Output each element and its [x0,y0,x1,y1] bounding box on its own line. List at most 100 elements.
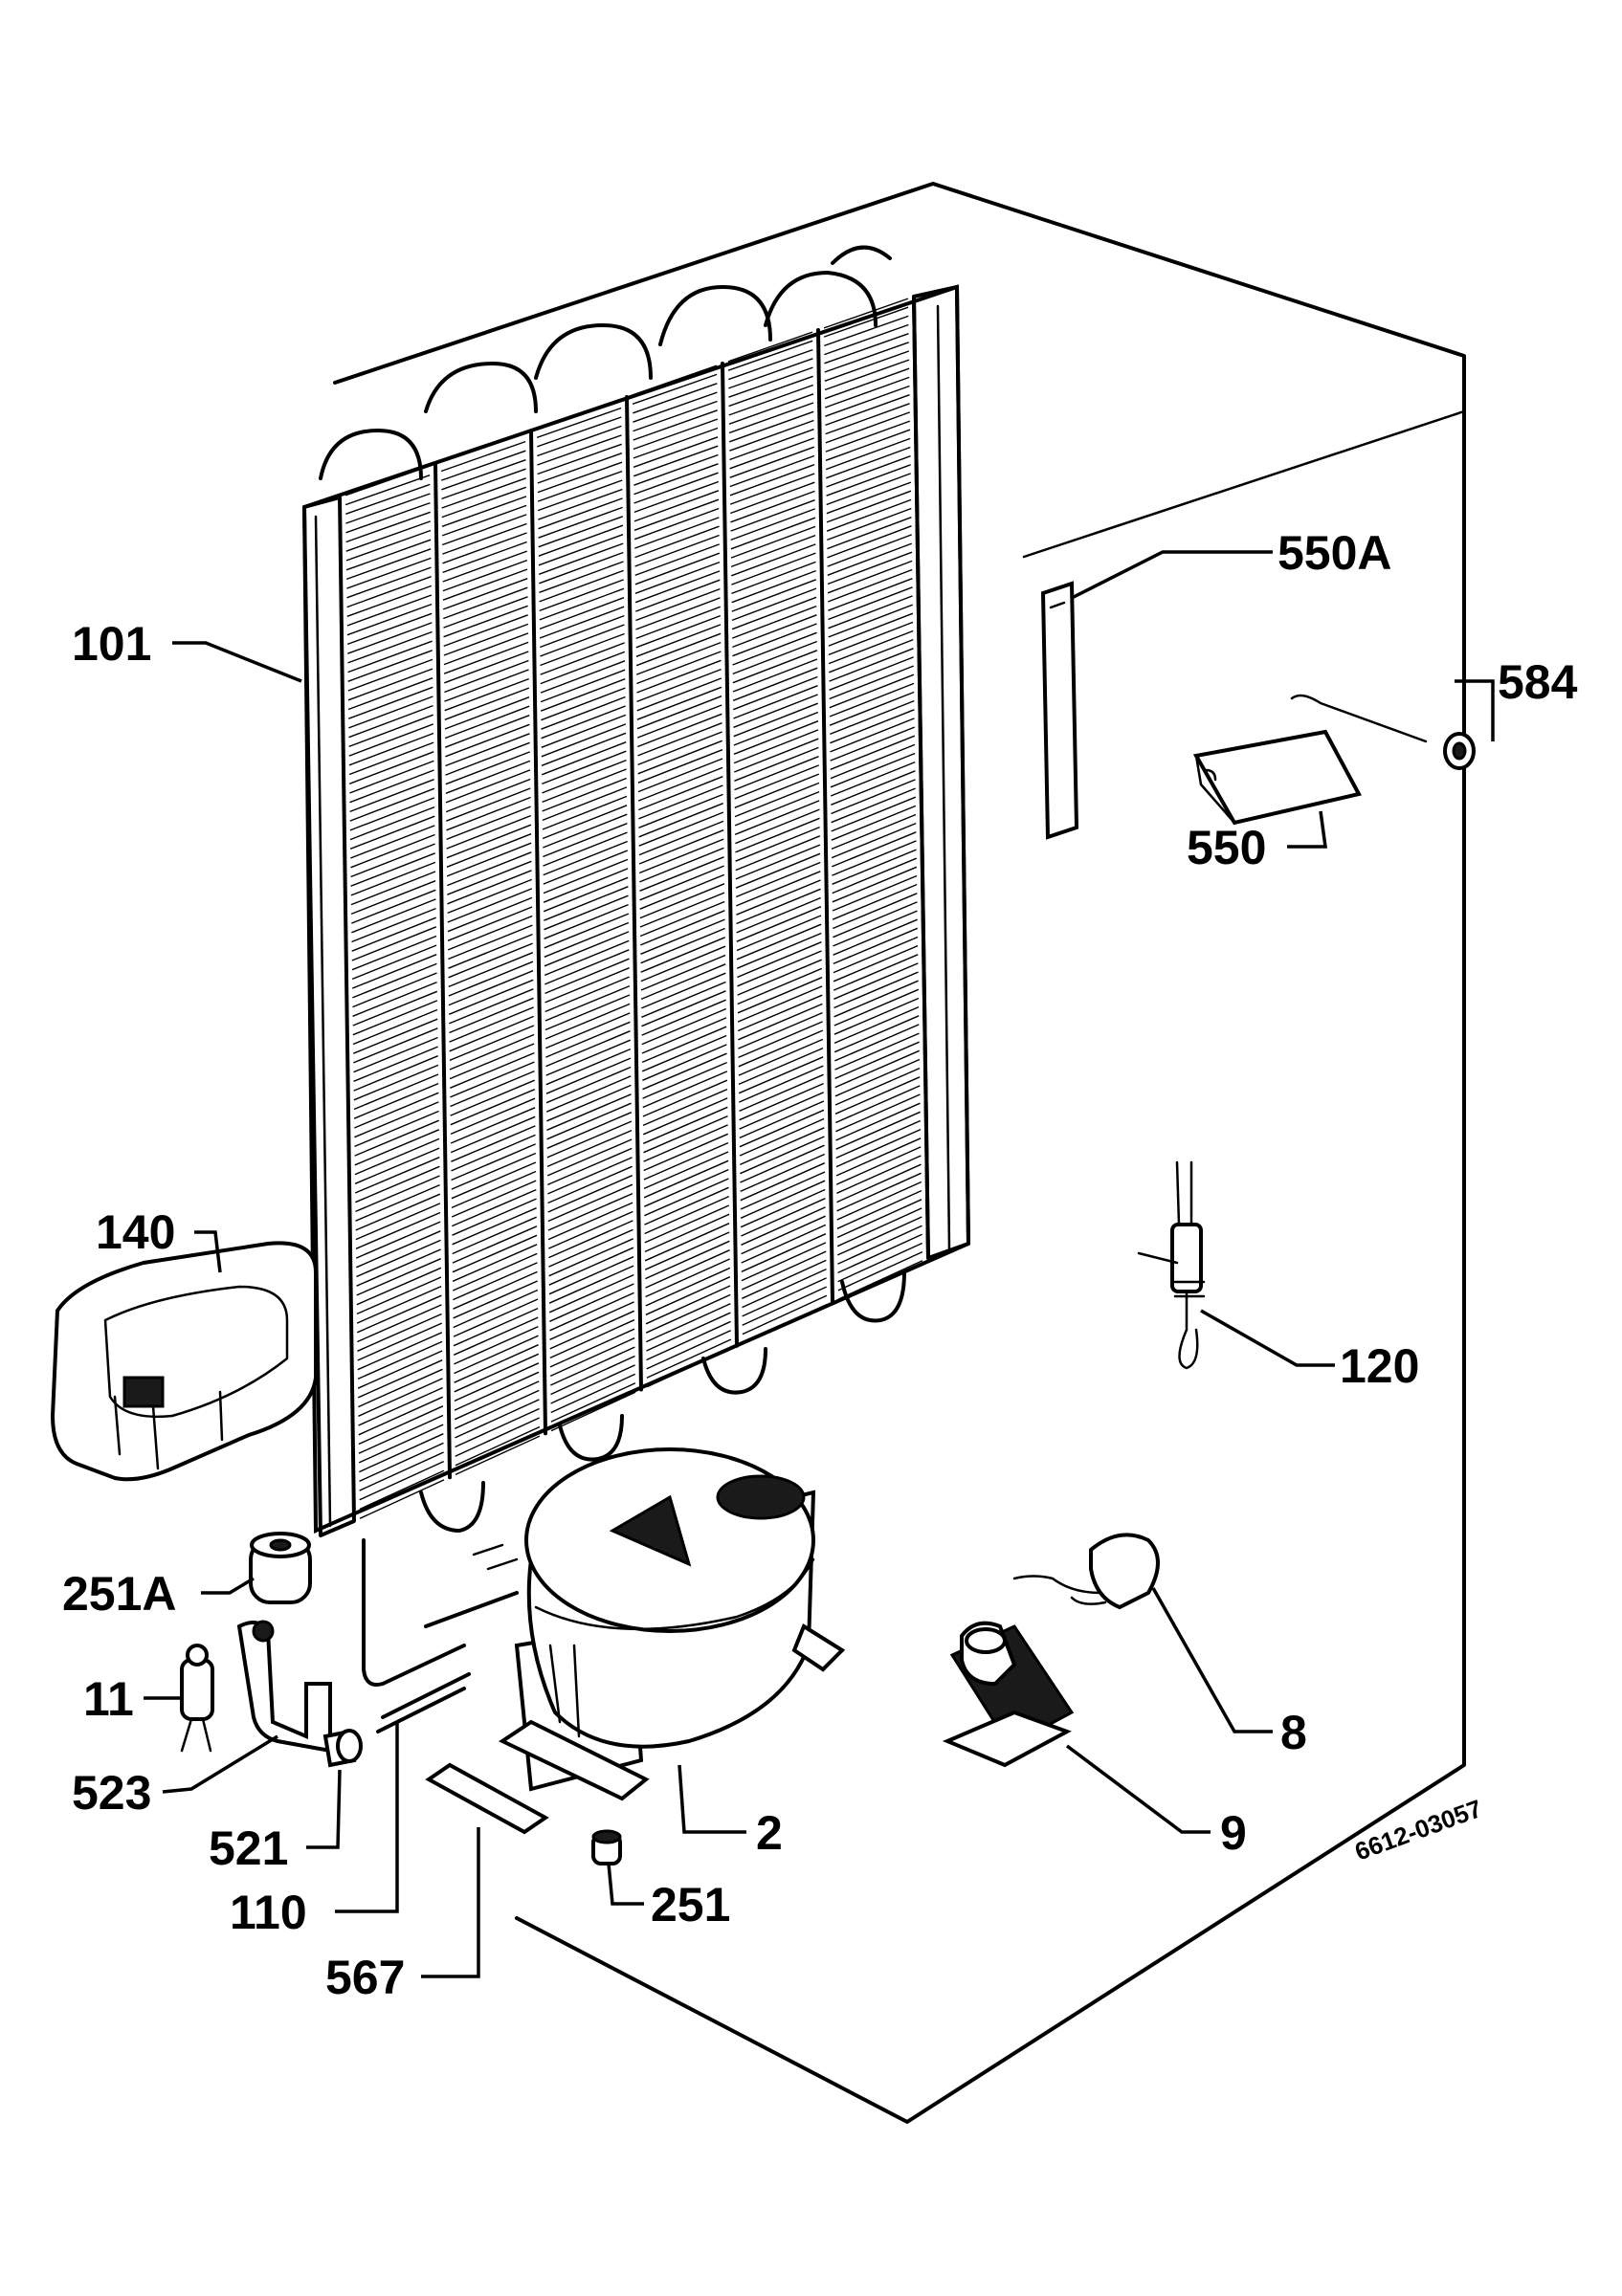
condenser-fin [358,1378,443,1417]
condenser-fin [831,822,917,859]
condenser-tube [433,462,452,1480]
condenser-fin [548,1247,634,1286]
condenser-fin [632,373,718,405]
condenser-fin [830,726,915,762]
condenser-fin [549,1328,635,1368]
condenser-fin [547,1183,633,1223]
condenser-fin [543,876,629,913]
condenser-fin [543,868,629,903]
condenser-fin [446,787,531,822]
condenser-fin [357,1332,443,1371]
condenser-fin [730,481,815,515]
condenser-fin [547,1175,633,1213]
label-11: 11 [83,1672,134,1726]
condenser-fin [441,450,526,481]
condenser-fin [733,702,818,738]
condenser-fin [543,840,628,876]
condenser-fin [641,1034,727,1072]
condenser-fin [732,667,818,701]
condenser-fin [537,416,622,448]
condenser-fin [643,1133,728,1172]
condenser-fin [537,479,623,512]
condenser-fin [832,831,917,868]
condenser-fin [639,883,725,919]
condenser-fin [733,729,819,764]
condenser-fin [636,659,722,694]
condenser-fin [634,552,721,585]
condenser-fin [742,1277,827,1317]
condenser-fin [347,650,433,682]
condenser-fin [741,1250,827,1291]
condenser-fin [731,579,817,612]
condenser-fin [453,1307,539,1347]
condenser-fin [731,552,816,585]
condenser-fin [550,1364,635,1404]
condenser-fin [837,1250,923,1292]
clip-584 [1290,694,1476,770]
condenser-fins [344,295,930,1519]
condenser-fin [356,1258,441,1296]
condenser-tube [816,328,834,1304]
condenser-fin [550,1355,635,1396]
thermostat-probe-120 [1137,1160,1206,1370]
condenser-fin [730,508,815,541]
condenser-fin [543,850,629,885]
condenser-fin [452,1188,537,1227]
condenser-fin [835,1111,921,1150]
condenser-fin [835,1093,921,1133]
condenser-fin [742,1259,827,1299]
condenser-fin [541,714,627,748]
condenser-fin [829,638,914,673]
condenser-fin [545,1048,632,1086]
condenser-fin [731,561,816,595]
condenser-fin [735,844,821,880]
condenser-fin [646,1347,732,1388]
condenser-fin [730,525,816,559]
condenser-fin [537,443,622,475]
condenser-fin [443,641,529,674]
label-523: 523 [72,1766,151,1820]
condenser-fin [544,903,629,939]
condenser-fin [828,586,913,621]
condenser-fin [542,777,627,812]
condenser-fin [357,1304,442,1343]
condenser-fin [441,496,527,527]
drain-tray [50,1241,318,1482]
condenser-fin [729,473,815,505]
condenser-fin [538,542,624,575]
condenser-fin [827,560,913,594]
condenser-fin [737,941,822,979]
label-550a: 550A [1278,526,1392,580]
condenser-fin [833,980,919,1018]
condenser-fin [638,793,723,828]
condenser-fin [833,893,918,930]
condenser-fin [833,962,919,1000]
condenser-fin [739,1100,825,1139]
condenser-fin [830,709,915,744]
condenser-fin [644,1213,730,1253]
condenser-fin [452,1244,538,1282]
condenser-fin [442,550,528,583]
condenser-fin [639,900,725,938]
condenser-fin [451,1143,536,1181]
condenser-fin [539,579,624,612]
condenser-fin [546,1112,633,1149]
condenser-fin [735,852,821,889]
condenser-fin [643,1124,728,1162]
condenser-fin [348,695,433,729]
condenser-fin [834,1076,921,1115]
condenser-fin [541,687,626,721]
condenser-fin [539,551,624,585]
label-140: 140 [96,1205,175,1259]
condenser-fin [549,1301,634,1340]
condenser-fin [354,1147,440,1184]
condenser-fin [643,1115,728,1154]
condenser-fin [837,1216,922,1256]
condenser-fin [540,651,626,685]
condenser-fin [346,612,433,646]
condenser-fin [829,691,915,726]
condenser-fin [444,659,529,694]
condenser-fin [740,1127,825,1166]
condenser-fin [445,723,530,758]
condenser-fin [444,687,530,720]
